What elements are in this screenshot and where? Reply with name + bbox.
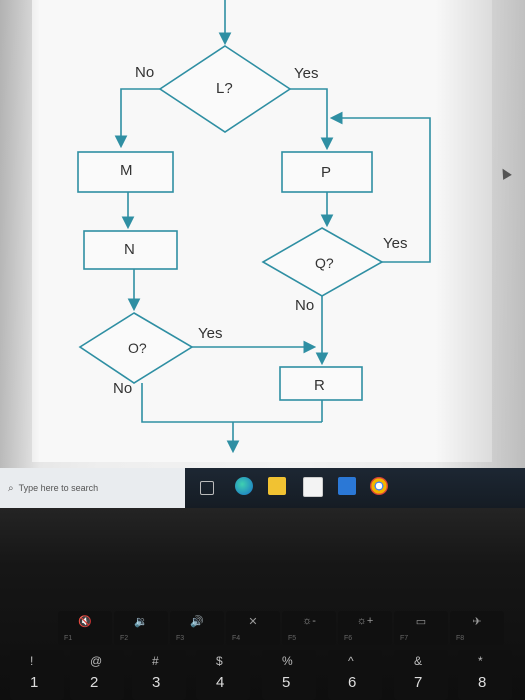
q-yes-loop bbox=[329, 111, 431, 263]
decision-o-shape bbox=[78, 312, 194, 384]
key-f5-symbol: ☼- bbox=[302, 615, 316, 627]
o-yes-label: Yes bbox=[198, 325, 223, 342]
search-placeholder: Type here to search bbox=[18, 483, 99, 493]
key-f8-label: F8 bbox=[456, 635, 465, 642]
key-8-shift: * bbox=[478, 654, 483, 668]
process-r-shape bbox=[279, 366, 363, 401]
key-f5[interactable]: ☼- F5 bbox=[282, 611, 336, 645]
process-n-shape bbox=[83, 230, 178, 270]
key-3[interactable]: #3 bbox=[132, 650, 186, 700]
task-view-icon[interactable] bbox=[200, 481, 214, 495]
key-f2-label: F2 bbox=[120, 635, 129, 642]
key-2-label: 2 bbox=[90, 674, 99, 691]
o-no-label: No bbox=[113, 380, 133, 397]
laptop-body: 🔇F1 🔉F2 🔊F3 ✕F4 ☼-F5 ☼+F6 ▭F7 ✈F8 !1 @2 … bbox=[0, 508, 525, 700]
key-2[interactable]: @2 bbox=[70, 650, 124, 700]
l-no-label: No bbox=[135, 64, 155, 81]
mail-icon[interactable] bbox=[338, 477, 356, 495]
key-2-shift: @ bbox=[90, 654, 103, 668]
decision-o-label: O? bbox=[128, 340, 147, 356]
key-f1[interactable]: 🔇 F1 bbox=[58, 611, 112, 645]
key-f1-label: F1 bbox=[64, 635, 73, 642]
key-3-shift: # bbox=[152, 654, 159, 668]
search-icon: ⌕ bbox=[8, 482, 14, 494]
q-no-label: No bbox=[295, 297, 315, 314]
process-m-label: M bbox=[120, 162, 133, 179]
key-6-shift: ^ bbox=[348, 654, 354, 668]
key-f6-symbol: ☼+ bbox=[356, 615, 374, 627]
key-3-label: 3 bbox=[152, 674, 161, 691]
key-f3-label: F3 bbox=[176, 635, 185, 642]
key-7[interactable]: &7 bbox=[394, 650, 448, 700]
screen-shadow-right bbox=[435, 0, 525, 470]
decision-l-shape bbox=[158, 45, 292, 133]
key-f7-label: F7 bbox=[400, 635, 409, 642]
key-f3[interactable]: 🔊 F3 bbox=[170, 611, 224, 645]
key-7-label: 7 bbox=[414, 674, 423, 691]
key-f3-symbol: 🔊 bbox=[190, 616, 204, 628]
flowchart bbox=[77, 0, 431, 454]
key-4-label: 4 bbox=[216, 674, 225, 691]
decision-q-label: Q? bbox=[315, 255, 334, 271]
key-f5-label: F5 bbox=[288, 635, 297, 642]
screen: L? M N O? P Q? R No Yes Yes No Yes No bbox=[0, 0, 525, 470]
process-p-label: P bbox=[321, 164, 332, 181]
file-explorer-icon[interactable] bbox=[268, 477, 286, 495]
process-p-shape bbox=[281, 151, 373, 193]
key-f6-label: F6 bbox=[344, 635, 353, 642]
key-f2-symbol: 🔉 bbox=[134, 616, 148, 628]
key-6-label: 6 bbox=[348, 674, 357, 691]
key-f2[interactable]: 🔉 F2 bbox=[114, 611, 168, 645]
key-f4-symbol: ✕ bbox=[248, 616, 258, 628]
key-5-shift: % bbox=[282, 654, 293, 668]
key-8[interactable]: *8 bbox=[458, 650, 512, 700]
l-yes-connector bbox=[290, 88, 334, 151]
edge-icon[interactable] bbox=[235, 477, 253, 495]
key-f4-label: F4 bbox=[232, 635, 241, 642]
decision-l-label: L? bbox=[216, 80, 233, 97]
taskbar-search-box[interactable]: ⌕ Type here to search bbox=[0, 468, 185, 508]
key-f1-symbol: 🔇 bbox=[78, 616, 92, 628]
key-4-shift: $ bbox=[216, 654, 223, 668]
process-r-label: R bbox=[314, 377, 325, 394]
o-no-connector bbox=[141, 383, 322, 423]
key-f6[interactable]: ☼+ F6 bbox=[338, 611, 392, 645]
key-f8[interactable]: ✈ F8 bbox=[450, 611, 504, 645]
key-1-shift: ! bbox=[30, 654, 34, 668]
key-f7-symbol: ▭ bbox=[415, 616, 427, 628]
key-4[interactable]: $4 bbox=[196, 650, 250, 700]
process-n-label: N bbox=[124, 241, 135, 258]
key-8-label: 8 bbox=[478, 674, 487, 691]
l-no-connector bbox=[114, 88, 160, 149]
key-f7[interactable]: ▭ F7 bbox=[394, 611, 448, 645]
store-icon[interactable] bbox=[303, 477, 323, 497]
taskbar: ⌕ Type here to search bbox=[0, 468, 525, 508]
key-1-label: 1 bbox=[30, 674, 39, 691]
key-f4[interactable]: ✕ F4 bbox=[226, 611, 280, 645]
key-7-shift: & bbox=[414, 654, 423, 668]
key-6[interactable]: ^6 bbox=[328, 650, 382, 700]
l-yes-label: Yes bbox=[294, 65, 319, 82]
key-5[interactable]: %5 bbox=[262, 650, 316, 700]
screen-shadow-left bbox=[0, 0, 40, 470]
key-1[interactable]: !1 bbox=[10, 650, 64, 700]
key-5-label: 5 bbox=[282, 674, 291, 691]
process-m-shape bbox=[77, 151, 174, 193]
key-f8-symbol: ✈ bbox=[472, 616, 482, 628]
chrome-icon[interactable] bbox=[370, 477, 388, 495]
q-yes-label: Yes bbox=[383, 235, 408, 252]
